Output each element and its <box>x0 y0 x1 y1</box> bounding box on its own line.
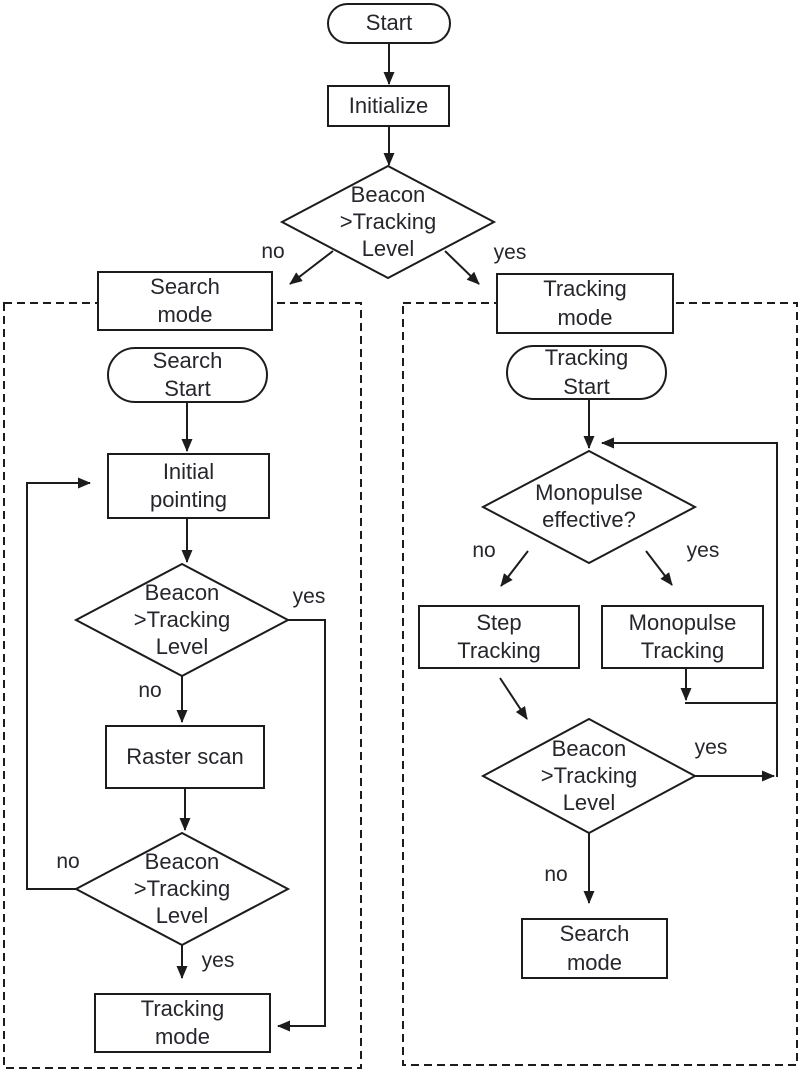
search-mode-result-box: Search mode <box>521 918 668 979</box>
tracking-yes2-label: yes <box>694 736 728 759</box>
tracking-mode-header-box: Tracking mode <box>496 273 674 334</box>
beacon-decision-search1-label: Beacon >Tracking Level <box>133 579 231 659</box>
main-yes-label: yes <box>493 241 527 264</box>
line-search-decision2-no-loop-to-initial-pointing <box>26 477 91 890</box>
step-tracking-process: Step Tracking <box>418 605 580 669</box>
beacon-decision-main-label: Beacon >Tracking Level <box>339 181 437 261</box>
arrow-decision-yes-to-tracking-mode <box>444 250 480 285</box>
tracking-yes1-label: yes <box>686 539 720 562</box>
arrow-monopulse-no-to-step-tracking <box>500 550 529 587</box>
monopulse-effective-label: Monopulse effective? <box>535 480 643 532</box>
tracking-no2-label: no <box>544 863 568 886</box>
beacon-decision-tracking-label: Beacon >Tracking Level <box>540 735 638 815</box>
search-mode-dashed-container <box>3 302 362 1069</box>
main-no-label: no <box>261 240 285 263</box>
tracking-no1-label: no <box>472 539 496 562</box>
search-mode-header-box: Search mode <box>97 271 273 331</box>
search-no2-label: no <box>56 850 80 873</box>
arrow-monopulse-yes-to-monopulse-tracking <box>645 550 673 586</box>
initial-pointing-process: Initial pointing <box>107 453 270 519</box>
line-search-decision1-yes-to-tracking-mode <box>277 619 326 1032</box>
search-yes1-label: yes <box>292 585 326 608</box>
arrow-decision-no-to-search-mode <box>289 250 334 285</box>
initialize-process: Initialize <box>327 85 450 127</box>
arrow-step-tracking-to-beacon-decision <box>499 677 528 720</box>
search-start-terminal: Search Start <box>107 347 268 403</box>
beacon-decision-search2-label: Beacon >Tracking Level <box>133 848 231 928</box>
monopulse-tracking-process: Monopulse Tracking <box>601 605 764 669</box>
raster-scan-process: Raster scan <box>105 725 265 789</box>
search-no1-label: no <box>138 679 162 702</box>
tracking-mode-result-box: Tracking mode <box>94 993 271 1053</box>
tracking-start-terminal: Tracking Start <box>506 345 667 400</box>
start-terminal: Start <box>327 3 451 44</box>
search-yes2-label: yes <box>201 949 235 972</box>
